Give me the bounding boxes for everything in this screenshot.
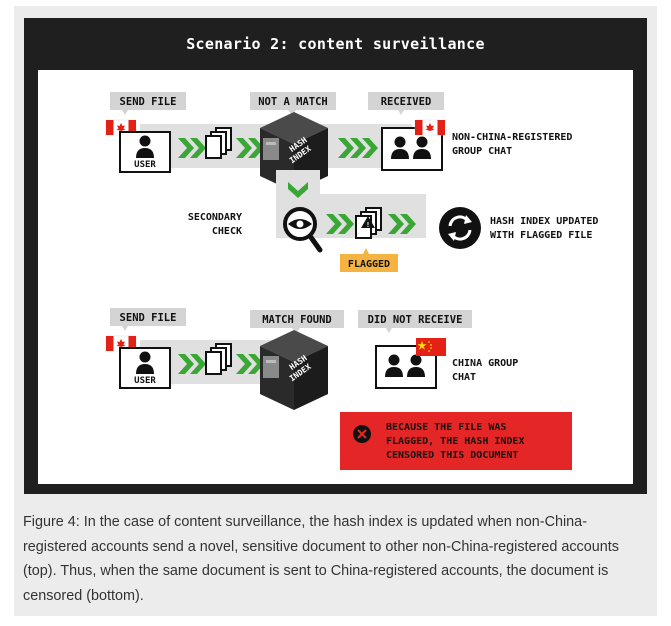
- canada-flag-icon: [414, 119, 446, 136]
- bottom-send-file-label: SEND FILE: [110, 308, 186, 331]
- censored-line-1: BECAUSE THE FILE WAS: [386, 422, 506, 433]
- did-not-receive-text: DID NOT RECEIVE: [368, 314, 463, 326]
- figure-caption: Figure 4: In the case of content surveil…: [23, 514, 619, 604]
- caption-box: Figure 4: In the case of content surveil…: [14, 502, 657, 616]
- secondary-check-band-connector: [276, 170, 320, 194]
- match-found-text: MATCH FOUND: [262, 314, 332, 326]
- updated-line-2: WITH FLAGGED FILE: [490, 230, 592, 241]
- sync-icon: [439, 207, 481, 249]
- censored-line-3: CENSORED THIS DOCUMENT: [386, 450, 518, 461]
- top-send-file-label: SEND FILE: [110, 92, 186, 115]
- diagram: SEND FILE USER: [38, 70, 633, 484]
- updated-line-1: HASH INDEX UPDATED: [490, 216, 598, 227]
- bottom-user-label: USER: [134, 376, 156, 386]
- match-found-label: MATCH FOUND: [250, 310, 344, 333]
- secondary-check-line-1: SECONDARY: [188, 212, 242, 223]
- flagged-label: FLAGGED: [340, 248, 398, 272]
- figure-title: Scenario 2: content surveillance: [186, 35, 485, 53]
- hash-index-cabinet-icon: HASH INDEX: [260, 112, 328, 192]
- received-label: RECEIVED: [368, 92, 444, 115]
- china-flag-icon: [416, 338, 446, 356]
- flagged-text: FLAGGED: [348, 259, 390, 270]
- top-recipient-line-2: GROUP CHAT: [452, 146, 512, 157]
- did-not-receive-label: DID NOT RECEIVE: [358, 310, 472, 333]
- not-a-match-label: NOT A MATCH: [250, 92, 336, 115]
- diagram-svg: SEND FILE USER: [105, 92, 598, 470]
- bottom-send-file-text: SEND FILE: [120, 312, 177, 324]
- top-user-label: USER: [134, 160, 156, 170]
- bottom-user: USER: [119, 347, 171, 389]
- figure: Scenario 2: content surveillance: [24, 18, 647, 494]
- svg-text:!: !: [366, 221, 370, 229]
- close-icon: [353, 425, 371, 443]
- top-send-file-text: SEND FILE: [120, 96, 177, 108]
- hash-index-cabinet-icon: HASH INDEX: [260, 330, 328, 410]
- bottom-recipient-line-1: CHINA GROUP: [452, 358, 518, 369]
- not-a-match-text: NOT A MATCH: [258, 96, 328, 108]
- secondary-check-line-2: CHECK: [212, 226, 242, 237]
- bottom-recipient-line-2: CHAT: [452, 372, 476, 383]
- top-user: USER: [119, 131, 171, 173]
- top-recipient-line-1: NON-CHINA-REGISTERED: [452, 132, 572, 143]
- censored-notice: BECAUSE THE FILE WAS FLAGGED, THE HASH I…: [340, 412, 572, 470]
- received-text: RECEIVED: [381, 96, 432, 108]
- magnifier-eye-icon: [283, 207, 323, 253]
- warning-document-icon: !: [355, 207, 382, 239]
- censored-line-2: FLAGGED, THE HASH INDEX: [386, 436, 524, 447]
